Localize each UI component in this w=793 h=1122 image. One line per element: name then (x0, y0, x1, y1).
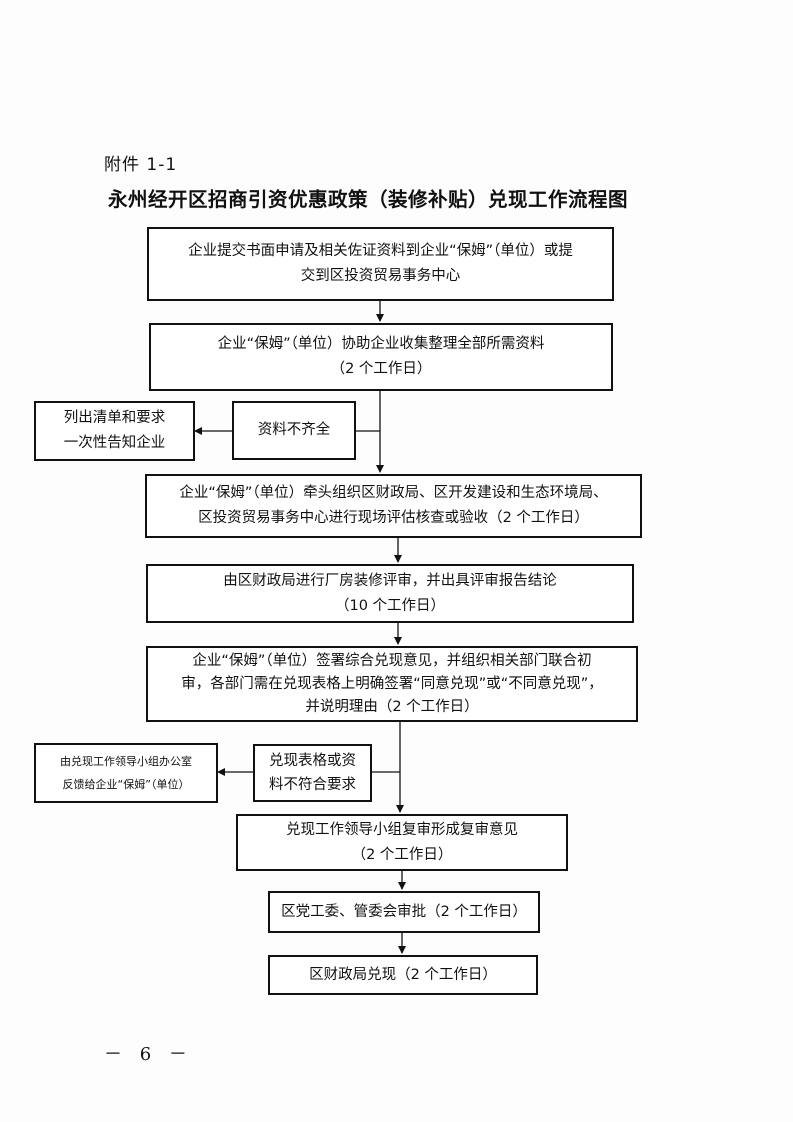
flow-step-joint-review: 企业“保姆”（单位）签署综合兑现意见，并组织相关部门联合初 审，各部门需在兑现表… (146, 646, 638, 722)
flow-branch-noncompliant: 兑现表格或资 料不符合要求 (253, 744, 372, 802)
flow-step-payment: 区财政局兑现（2 个工作日） (268, 955, 538, 995)
flow-step-collect: 企业“保姆”（单位）协助企业收集整理全部所需资料 （2 个工作日） (149, 323, 613, 391)
flow-notify-enterprise: 列出清单和要求 一次性告知企业 (34, 401, 195, 461)
flow-feedback-office: 由兑现工作领导小组办公室 反馈给企业“保姆”（单位） (34, 743, 218, 803)
flow-step-reexamination: 兑现工作领导小组复审形成复审意见 （2 个工作日） (236, 814, 568, 871)
flow-step-onsite-assessment: 企业“保姆”（单位）牵头组织区财政局、区开发建设和生态环境局、 区投资贸易事务中… (145, 474, 642, 538)
flow-branch-incomplete: 资料不齐全 (232, 401, 356, 460)
attachment-label: 附件 1-1 (104, 155, 178, 175)
flow-step-apply: 企业提交书面申请及相关佐证资料到企业“保姆”（单位）或提 交到区投资贸易事务中心 (147, 227, 614, 301)
page-number: － 6 － (104, 1044, 193, 1065)
flow-step-finance-review: 由区财政局进行厂房装修评审，并出具评审报告结论 （10 个工作日） (146, 564, 634, 623)
flow-step-approval: 区党工委、管委会审批（2 个工作日） (268, 891, 540, 933)
page-title: 永州经开区招商引资优惠政策（装修补贴）兑现工作流程图 (108, 188, 629, 211)
